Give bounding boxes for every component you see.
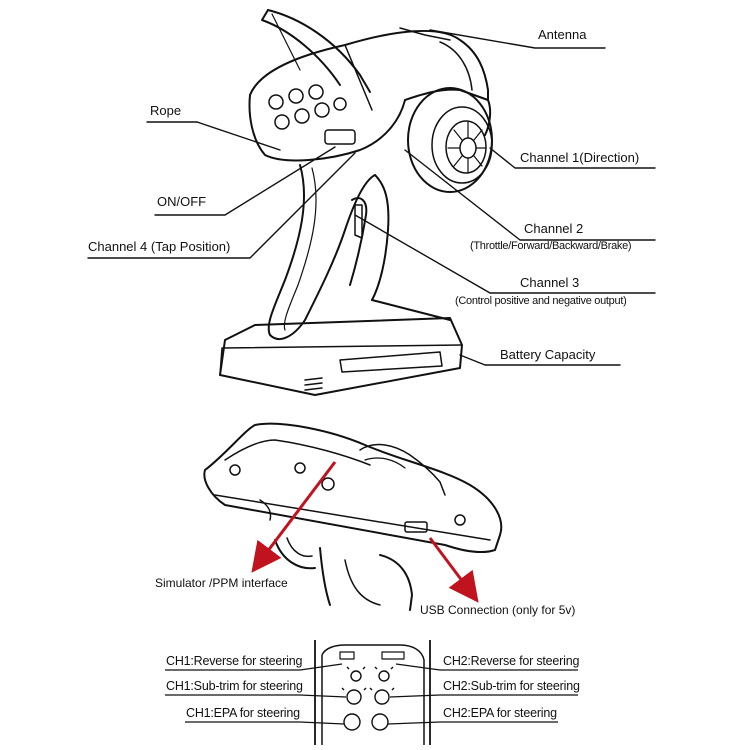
rope-label: Rope (150, 103, 182, 118)
battery-capacity-label: Battery Capacity (500, 347, 596, 362)
on-off-label: ON/OFF (157, 194, 207, 209)
channel4-label: Channel 4 (Tap Position) (88, 239, 231, 254)
ch2-subtrim-label: CH2:Sub-trim for steering (443, 679, 580, 693)
channel3-description: (Control positive and negative output) (455, 295, 627, 307)
interface-arrows (251, 461, 479, 603)
channel2-label: Channel 2 (524, 221, 584, 236)
simulator-ppm-label: Simulator /PPM interface (155, 576, 288, 590)
ch2-epa-label: CH2:EPA for steering (443, 706, 557, 720)
ch1-subtrim-label: CH1:Sub-trim for steering (166, 679, 303, 693)
channel1-label: Channel 1(Direction) (520, 150, 640, 165)
ch2-reverse-label: CH2:Reverse for steering (443, 654, 580, 668)
head-closeup-illustration (203, 422, 503, 611)
usb-connection-label: USB Connection (only for 5v) (420, 603, 576, 617)
trim-panel-illustration (165, 640, 578, 745)
antenna-label: Antenna (538, 27, 587, 42)
ch1-reverse-label: CH1:Reverse for steering (166, 654, 303, 668)
ch1-epa-label: CH1:EPA for steering (186, 706, 300, 720)
transmitter-illustration (87, 9, 656, 396)
channel2-description: (Throttle/Forward/Backward/Brake) (470, 240, 632, 252)
channel3-label: Channel 3 (520, 275, 580, 290)
